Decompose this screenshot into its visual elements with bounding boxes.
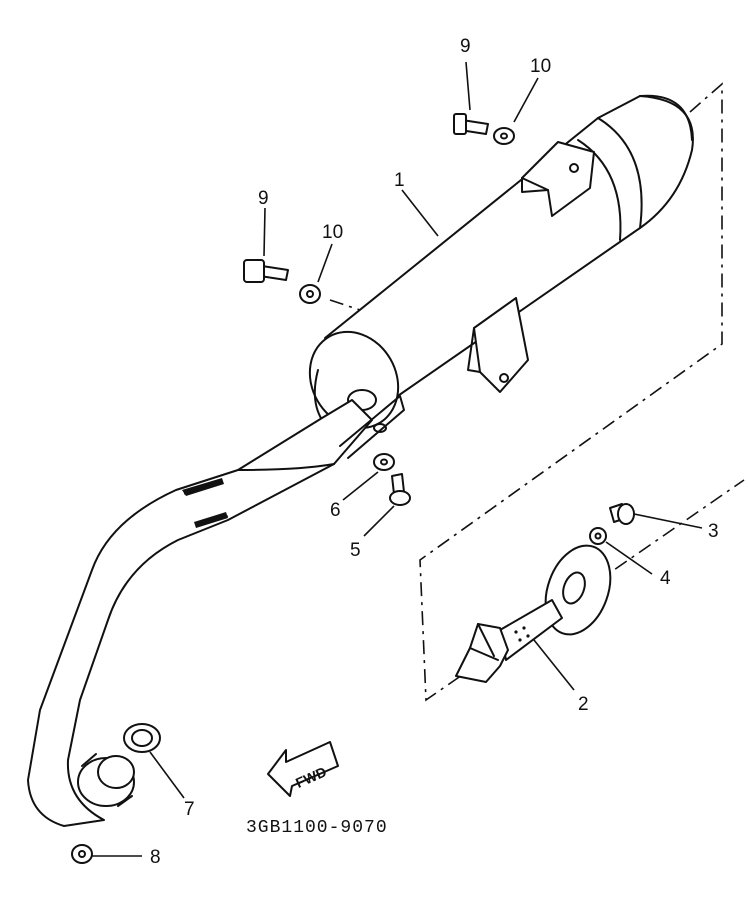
callout-2: 2 <box>578 694 589 715</box>
exhaust-pipe <box>27 395 405 827</box>
callout-5: 5 <box>350 540 361 561</box>
callout-6: 6 <box>330 500 341 521</box>
callout-10-top: 10 <box>530 56 551 77</box>
bolt-3 <box>609 503 635 525</box>
part-code: 3GB1100-9070 <box>246 818 388 838</box>
callout-labels: 1 2 3 4 5 6 7 8 9 9 10 10 <box>150 36 719 868</box>
callout-3: 3 <box>708 521 719 542</box>
callout-4: 4 <box>660 568 671 589</box>
callout-8: 8 <box>150 847 161 868</box>
bolt-9-left <box>243 259 289 283</box>
pipe-flange <box>77 753 135 807</box>
bolt-5 <box>389 473 411 506</box>
silencer-insert <box>455 544 612 683</box>
callout-9-left: 9 <box>258 188 269 209</box>
leader-lines <box>92 61 703 857</box>
muffler-body <box>308 94 694 430</box>
callout-7: 7 <box>184 799 195 820</box>
washer-4 <box>589 527 607 545</box>
nut-8 <box>71 844 93 864</box>
callout-1: 1 <box>394 170 405 191</box>
callout-9-top: 9 <box>460 36 471 57</box>
gasket-7 <box>123 723 161 753</box>
washer-6 <box>373 453 395 471</box>
washer-10-top <box>493 127 515 145</box>
washer-10-left <box>299 284 321 304</box>
fwd-arrow: FWD <box>267 741 339 797</box>
bolt-9-top <box>453 113 489 135</box>
callout-10-left: 10 <box>322 222 343 243</box>
